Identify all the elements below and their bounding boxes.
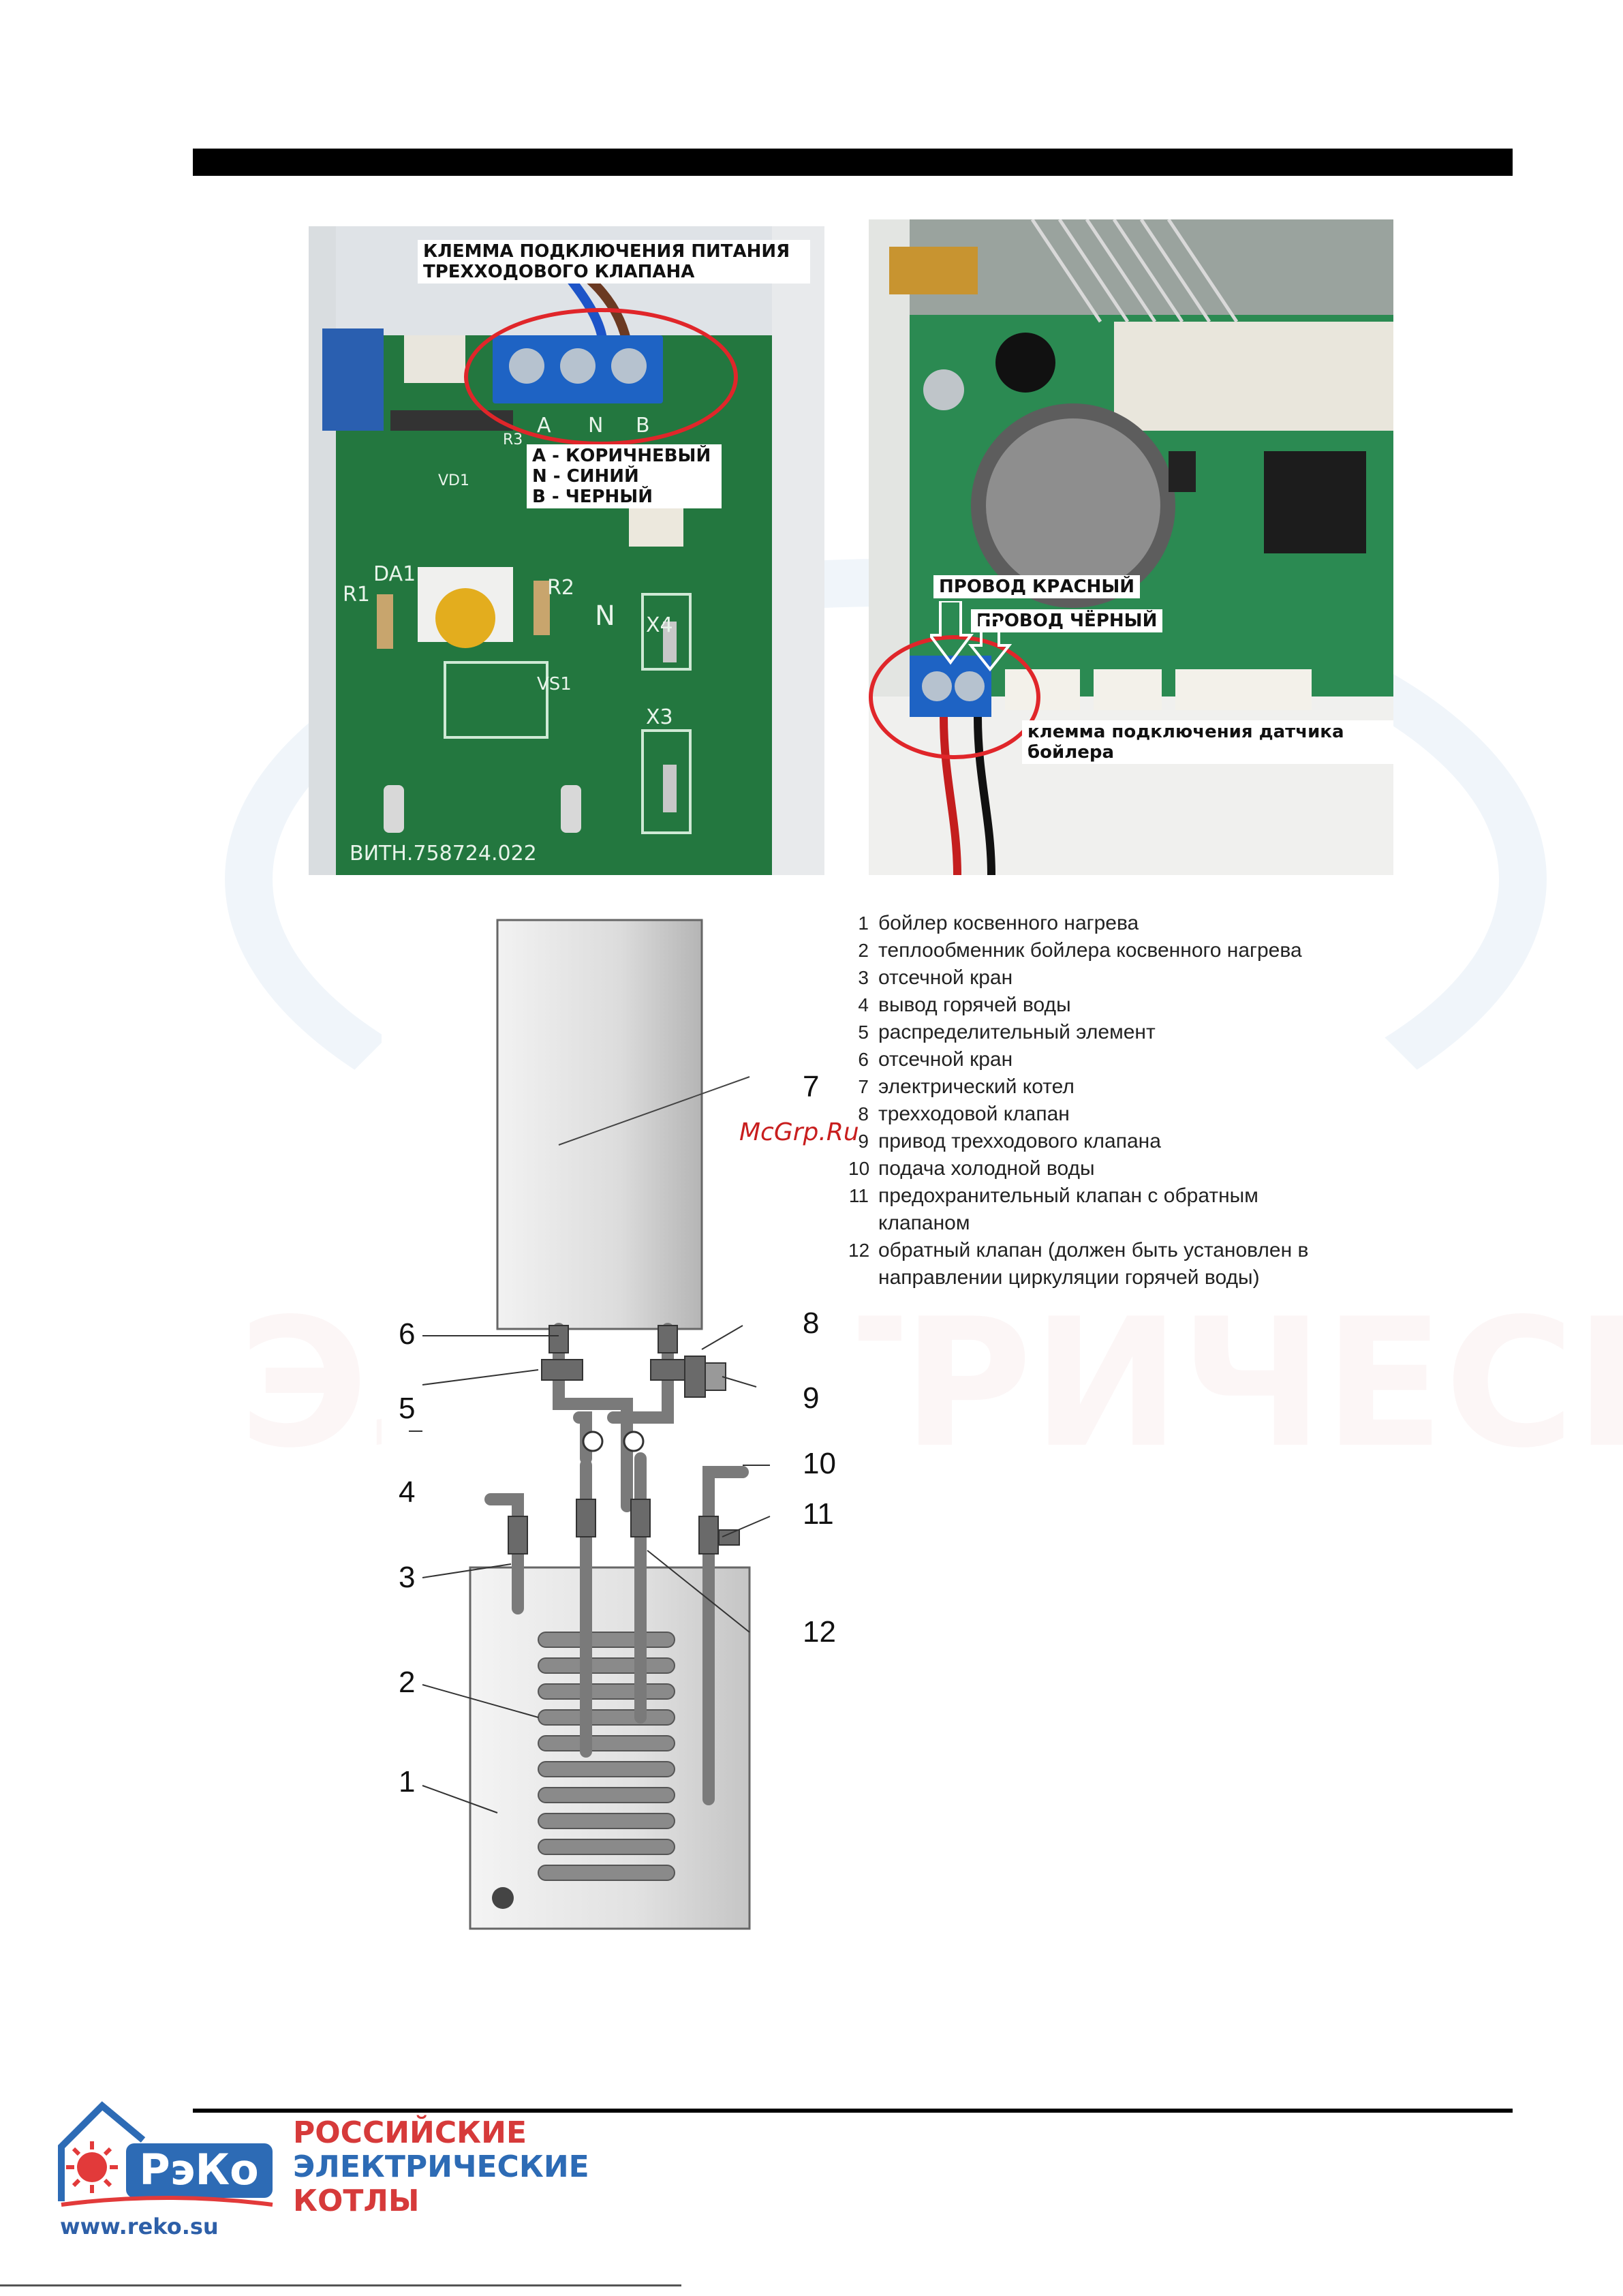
- board-mark-serial: ВИТН.758724.022: [350, 842, 537, 866]
- board-mark-da1: DA1: [373, 562, 416, 586]
- logo-wordmark: РэКо: [139, 2145, 258, 2194]
- website-link[interactable]: www.reko.su: [60, 2214, 219, 2239]
- board-mark-x4: X4: [646, 613, 673, 637]
- valve-terminal-caption: КЛЕММА ПОДКЛЮЧЕНИЯ ПИТАНИЯ ТРЕХХОДОВОГО …: [418, 240, 810, 284]
- callout-3: 3: [399, 1561, 416, 1594]
- highlight-ring-valve-terminal: [464, 308, 738, 446]
- watermark-mcgrp: McGrp.Ru: [739, 1118, 859, 1146]
- callout-1: 1: [399, 1765, 416, 1798]
- callout-2: 2: [399, 1666, 416, 1699]
- leader-lines: [409, 1325, 771, 1813]
- header-rule: [193, 149, 1513, 176]
- wire-legend-a: A - КОРИЧНЕВЫЙ: [532, 446, 711, 466]
- callout-9: 9: [803, 1381, 820, 1415]
- callout-11: 11: [803, 1497, 834, 1531]
- wire-legend-b: B - ЧЕРНЫЙ: [532, 487, 653, 507]
- callout-4: 4: [399, 1475, 416, 1509]
- reko-logo-icon: РэКо: [58, 2101, 273, 2207]
- board-mark-r3: R3: [503, 431, 523, 448]
- sensor-terminal-caption: клемма подключения датчика бойлера: [1022, 720, 1393, 764]
- board-mark-n: N: [595, 600, 615, 632]
- photo-boiler-sensor-terminal: ПРОВОД КРАСНЫЙ ПРОВОД ЧЁРНЫЙ клемма подк…: [869, 219, 1393, 875]
- boiler-piping-diagram: [382, 900, 859, 1963]
- board-mark-r1: R1: [343, 583, 370, 607]
- callout-6: 6: [399, 1317, 416, 1351]
- callout-10: 10: [803, 1447, 836, 1480]
- page-bottom-line: [0, 2284, 681, 2286]
- callout-8: 8: [803, 1306, 820, 1340]
- valves: [508, 1325, 740, 1555]
- brand-line-3: КОТЛЫ: [293, 2184, 420, 2218]
- down-arrow-icon: [930, 601, 1012, 672]
- photo-valve-terminal: R1 DA1 R2 X4 N VS1 X3 ВИТН.758724.022 VD…: [309, 226, 824, 875]
- wire-black-caption: ПРОВОД ЧЁРНЫЙ: [971, 609, 1163, 632]
- wire-legend-n: N - СИНИЙ: [532, 466, 639, 487]
- callout-12: 12: [803, 1615, 836, 1649]
- board-mark-vs1: VS1: [537, 674, 572, 694]
- wire-red-caption: ПРОВОД КРАСНЫЙ: [933, 575, 1141, 598]
- pcb-photo-right: [869, 219, 1393, 875]
- electric-boiler-body: [496, 919, 703, 1330]
- highlight-ring-sensor-wires: [869, 635, 1040, 759]
- footer-rule: [193, 2109, 1513, 2113]
- board-mark-x3: X3: [646, 705, 673, 729]
- board-mark-vd1: VD1: [438, 472, 469, 489]
- brand-name: РОССИЙСКИЕ ЭЛЕКТРИЧЕСКИЕ КОТЛЫ: [293, 2116, 589, 2218]
- brand-line-1: РОССИЙСКИЕ: [293, 2115, 527, 2150]
- board-mark-r2: R2: [547, 576, 574, 600]
- brand-line-2: ЭЛЕКТРИЧЕСКИЕ: [293, 2149, 589, 2184]
- callout-5: 5: [399, 1392, 416, 1425]
- wire-color-legend: A - КОРИЧНЕВЫЙ N - СИНИЙ B - ЧЕРНЫЙ: [527, 444, 722, 508]
- callout-7: 7: [803, 1070, 820, 1103]
